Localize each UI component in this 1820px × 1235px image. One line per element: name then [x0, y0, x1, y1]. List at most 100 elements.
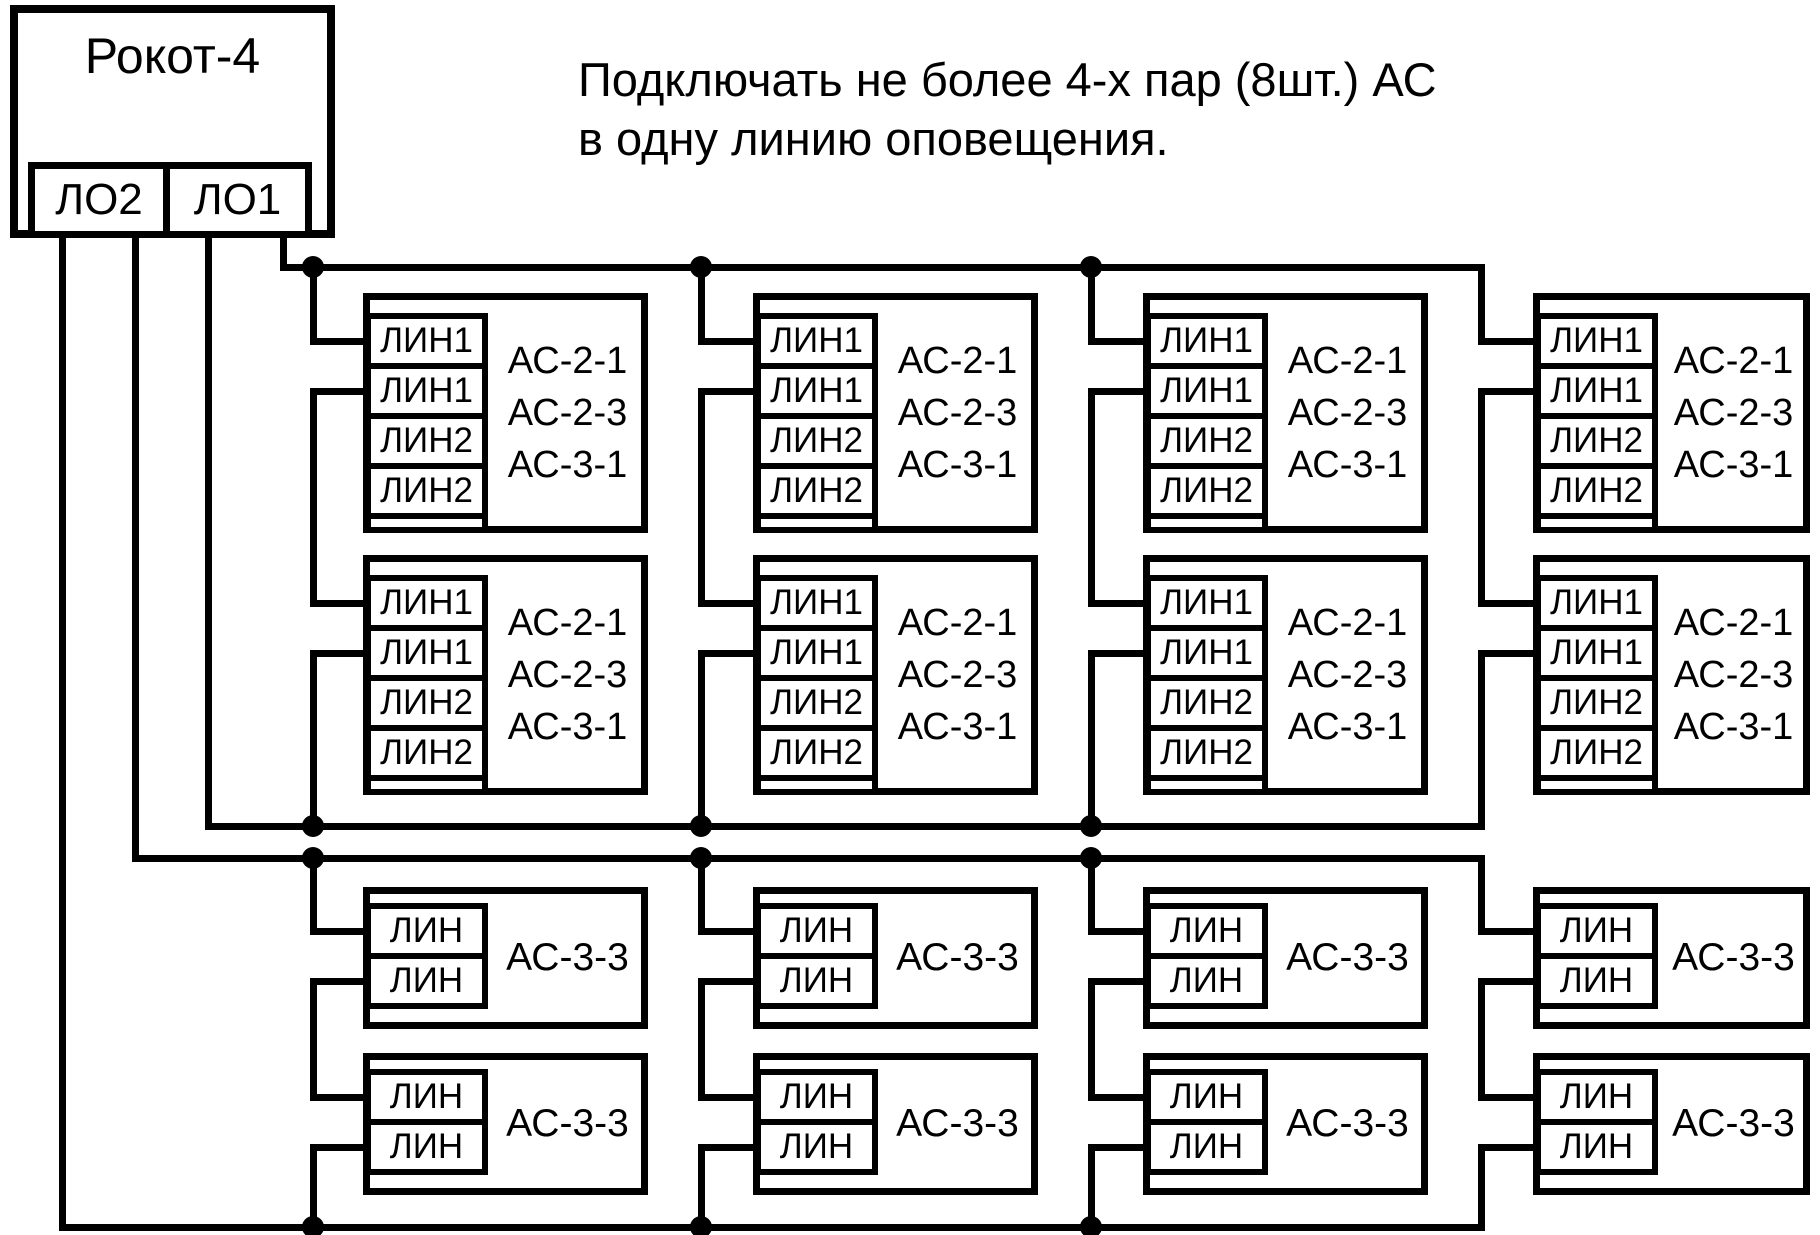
unit-model-line: АС-2-3	[1673, 392, 1794, 434]
wire-chain-col2	[698, 1144, 705, 1231]
wire-chain-col3	[1088, 1094, 1153, 1101]
wire-chain-col2	[698, 338, 763, 345]
terminal-cell: ЛИН2	[1535, 463, 1658, 519]
wire-lo2-feed-bus	[1478, 855, 1485, 935]
terminal-cell: ЛИН1	[365, 625, 488, 681]
unit-model-line: АС-3-3	[1286, 1102, 1409, 1145]
rokot4-title: Рокот-4	[84, 28, 261, 84]
unit-model-line: АС-3-1	[507, 444, 628, 486]
junction-dot	[690, 256, 712, 278]
wire-chain-col1	[310, 264, 317, 345]
wire-chain-col2	[698, 855, 705, 935]
unit-model-line: АС-3-1	[897, 444, 1018, 486]
wire-chain-col4	[1478, 600, 1543, 607]
wire-chain-col1	[310, 1144, 373, 1151]
wire-chain-col3	[1088, 650, 1153, 657]
terminal-cell: ЛИН1	[1535, 363, 1658, 419]
wire-lo2-bottom-bus	[1478, 1144, 1485, 1231]
terminal-cell: ЛИН	[365, 953, 488, 1009]
rokot4-panel: Рокот-4 ЛО2 ЛО1	[10, 5, 335, 238]
unit-model-line: АС-2-1	[507, 340, 628, 382]
junction-dot	[690, 1216, 712, 1235]
terminal-cell: ЛИН1	[755, 575, 878, 631]
output-terminal-lo2-label: ЛО2	[55, 175, 143, 224]
wire-chain-col1	[310, 388, 373, 395]
wire-chain-col2	[698, 650, 763, 657]
unit-model-line: АС-2-3	[1287, 654, 1408, 696]
terminal-cell: ЛИН1	[755, 625, 878, 681]
wire-chain-col3	[1088, 1144, 1095, 1231]
terminal-cell: ЛИН2	[1145, 675, 1268, 731]
junction-dot	[1080, 1216, 1102, 1235]
terminal-cell: ЛИН1	[1535, 625, 1658, 681]
terminal-cell: ЛИН2	[365, 413, 488, 469]
unit-model-line: АС-2-1	[1673, 602, 1794, 644]
terminal-cell: ЛИН	[1535, 903, 1658, 959]
wire-chain-col2	[698, 1144, 763, 1151]
terminal-cell: ЛИН1	[1145, 575, 1268, 631]
wire-chain-col3	[1088, 388, 1095, 607]
wire-chain-col1	[310, 1094, 373, 1101]
wire-chain-col3	[1088, 338, 1153, 345]
wire-chain-col3	[1088, 928, 1153, 935]
wire-chain-col3	[1088, 600, 1153, 607]
wire-chain-col1	[310, 388, 317, 607]
wire-chain-col2	[698, 978, 705, 1101]
unit-model-label: АС-3-3	[1276, 894, 1419, 1022]
connection-note-line2: в одну линию оповещения.	[578, 112, 1169, 165]
terminal-cell: ЛИН	[1535, 1069, 1658, 1125]
terminal-cell: ЛИН1	[1145, 625, 1268, 681]
terminal-cell: ЛИН2	[755, 675, 878, 731]
output-terminal-lo2: ЛО2	[28, 162, 170, 238]
terminal-cell: ЛИН	[755, 1069, 878, 1125]
terminal-cell: ЛИН1	[365, 313, 488, 369]
terminal-strip-spacer	[1145, 775, 1268, 795]
wire-chain-col1	[310, 978, 317, 1101]
terminal-cell: ЛИН1	[755, 313, 878, 369]
unit-model-line: АС-3-3	[1286, 936, 1409, 979]
wire-chain-col3	[1088, 388, 1153, 395]
unit-model-label: АС-3-3	[1666, 1060, 1801, 1188]
terminal-strip-spacer	[1535, 775, 1658, 795]
terminal-strip-spacer	[755, 775, 878, 795]
terminal-cell: ЛИН2	[1535, 675, 1658, 731]
terminal-cell: ЛИН	[365, 1069, 488, 1125]
terminal-cell: ЛИН1	[1535, 313, 1658, 369]
wire-chain-col4	[1478, 388, 1543, 395]
unit-model-line: АС-2-1	[1287, 602, 1408, 644]
junction-dot	[1080, 847, 1102, 869]
unit-model-line: АС-2-3	[507, 392, 628, 434]
terminal-cell: ЛИН1	[1145, 363, 1268, 419]
terminal-cell: ЛИН2	[755, 725, 878, 781]
wire-chain-col2	[698, 928, 763, 935]
junction-dot	[1080, 256, 1102, 278]
junction-dot	[302, 1216, 324, 1235]
wire-chain-col2	[698, 650, 705, 830]
wire-chain-col3	[1088, 978, 1095, 1101]
wire-chain-col2	[698, 600, 763, 607]
terminal-cell: ЛИН2	[1145, 463, 1268, 519]
terminal-cell: ЛИН	[365, 1119, 488, 1175]
wire-chain-col2	[698, 388, 705, 607]
output-terminal-lo1: ЛО1	[163, 162, 312, 238]
terminal-cell: ЛИН	[1535, 953, 1658, 1009]
output-terminal-lo1-label: ЛО1	[193, 175, 282, 224]
unit-model-line: АС-2-1	[897, 340, 1018, 382]
